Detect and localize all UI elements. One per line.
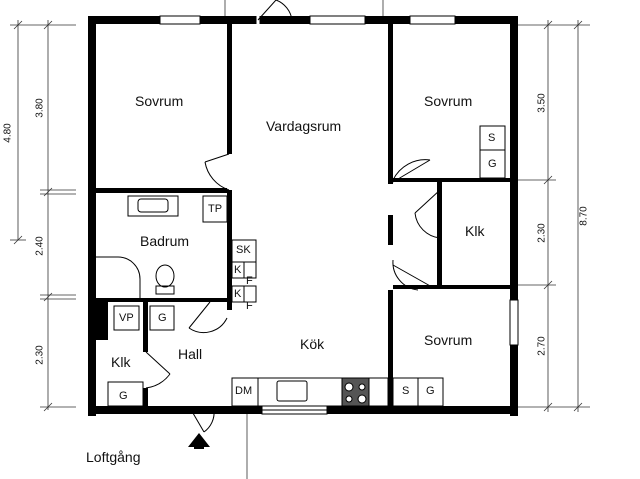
fixture-g-top-right: G bbox=[488, 158, 497, 170]
fixture-s-top-right: S bbox=[488, 132, 496, 144]
dimension-lines bbox=[10, 0, 590, 479]
label-loftgang: Loftgång bbox=[86, 449, 141, 465]
doors bbox=[145, 0, 441, 433]
fixture-g-kitchen: G bbox=[426, 385, 435, 397]
room-hall: Hall bbox=[178, 346, 203, 362]
room-badrum: Badrum bbox=[140, 233, 190, 249]
room-sovrum-left: Sovrum bbox=[135, 93, 184, 109]
dimension-right-top: 3.50 bbox=[536, 93, 548, 113]
room-kok: Kök bbox=[300, 336, 325, 352]
fixture-vp: VP bbox=[119, 312, 134, 324]
dimension-left-outer: 4.80 bbox=[2, 123, 14, 143]
fixture-tp: TP bbox=[208, 203, 223, 215]
room-klk-right: Klk bbox=[465, 223, 485, 239]
room-sovrum-right-bottom: Sovrum bbox=[424, 332, 473, 348]
dimension-left-mid: 2.40 bbox=[34, 236, 46, 256]
fixture-k-2: K bbox=[234, 288, 242, 300]
fixture-s-kitchen: S bbox=[402, 385, 410, 397]
fixture-dm: DM bbox=[235, 385, 253, 397]
dimension-right-bottom: 2.70 bbox=[536, 336, 548, 356]
room-sovrum-right-top: Sovrum bbox=[424, 93, 473, 109]
fixture-f-2: F bbox=[246, 300, 253, 312]
fixture-sk: SK bbox=[236, 244, 251, 256]
dimension-left-bottom: 2.30 bbox=[34, 345, 46, 365]
fixture-g-bath: G bbox=[158, 312, 167, 324]
room-vardagsrum: Vardagsrum bbox=[266, 118, 342, 134]
fixture-g-klk-left: G bbox=[119, 390, 128, 402]
room-klk-left: Klk bbox=[111, 354, 131, 370]
dimension-right-mid: 2.30 bbox=[536, 223, 548, 243]
fixture-k-1: K bbox=[234, 264, 242, 276]
dimension-left-top: 3.80 bbox=[34, 98, 46, 118]
fixture-f-1: F bbox=[246, 275, 253, 287]
dimension-right-total: 8.70 bbox=[578, 206, 590, 226]
windows bbox=[159, 15, 519, 415]
entrance-arrow-icon bbox=[188, 433, 210, 449]
fixtures-graphics bbox=[96, 125, 506, 407]
